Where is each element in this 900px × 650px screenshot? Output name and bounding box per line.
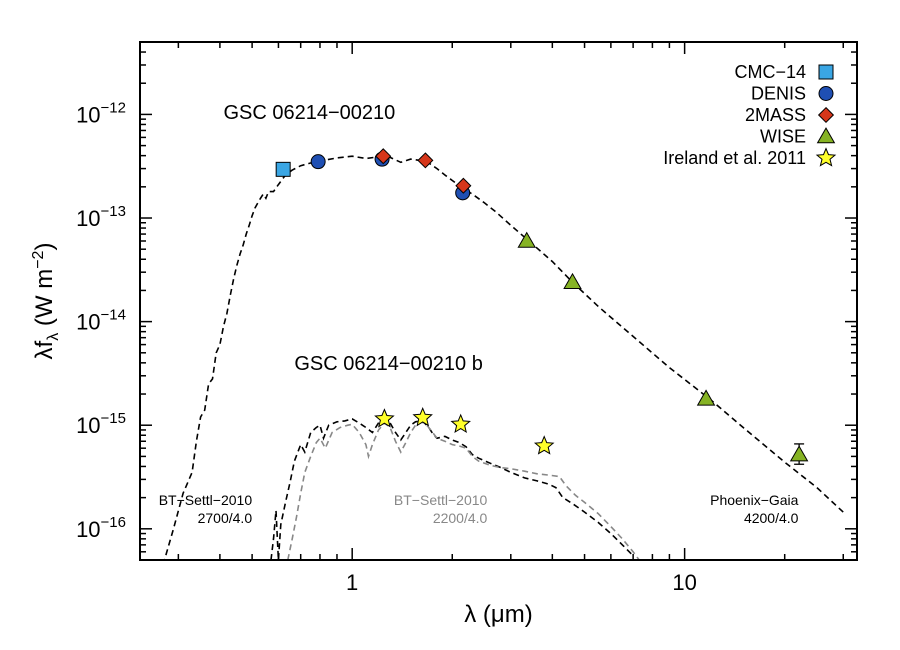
model-curve-1 [270, 417, 634, 560]
legend-marker-diamond [817, 106, 835, 124]
legend-marker-triangle [816, 127, 836, 144]
marker-star-4-3 [533, 435, 555, 455]
legend-label-2: 2MASS [745, 105, 806, 125]
model-label-0-params: 2700/4.0 [198, 510, 253, 526]
marker-triangle-3-3 [789, 445, 809, 462]
y-axis-title: λfλ (W m−2) [30, 243, 62, 360]
legend-label-4: Ireland et al. 2011 [663, 148, 806, 168]
photometry-markers [275, 148, 809, 465]
marker-triangle-3-2 [696, 389, 716, 406]
legend-label-3: WISE [760, 127, 806, 147]
marker-square-0-0 [275, 161, 291, 177]
model-curve-0 [163, 155, 844, 560]
y-tick-label-2: 10−14 [76, 307, 126, 335]
y-tick-label-1: 10−15 [76, 410, 126, 438]
axes: 1 10 10−16 10−15 10−14 10−13 10−12 λ (μm) λfλ (W… [30, 41, 858, 628]
legend-marker-circle [818, 86, 834, 101]
marker-star-4-0 [374, 408, 395, 428]
y-tick-label-4: 10−12 [76, 99, 126, 127]
x-axis-title: λ (μm) [464, 601, 532, 628]
x-tick-label-0: 1 [346, 570, 358, 595]
model-label-1-name: BT−Settl−2010 [394, 492, 488, 508]
legend-marker-square [818, 64, 834, 80]
plot-frame [139, 41, 858, 561]
model-curve-2 [287, 420, 640, 560]
marker-diamond-2-2 [455, 177, 472, 194]
marker-star-4-1 [412, 406, 433, 427]
model-label-1-params: 2200/4.0 [433, 510, 488, 526]
marker-triangle-3-0 [517, 231, 536, 248]
y-tick-label-3: 10−13 [76, 203, 126, 231]
marker-circle-1-0 [310, 154, 326, 170]
x-tick-label-1: 10 [672, 570, 696, 595]
model-curves [163, 155, 844, 560]
marker-diamond-2-1 [417, 152, 434, 169]
model-label-2-params: 4200/4.0 [744, 510, 799, 526]
marker-star-4-2 [450, 413, 471, 434]
marker-triangle-3-1 [563, 272, 582, 290]
legend-label-1: DENIS [751, 84, 806, 104]
object-label-0: GSC 06214−00210 [223, 102, 395, 124]
model-label-2-name: Phoenix−Gaia [710, 492, 799, 508]
marker-diamond-2-0 [375, 148, 392, 165]
legend-marker-star [815, 147, 837, 167]
model-label-0-name: BT−Settl−2010 [159, 492, 253, 508]
object-label-1: GSC 06214−00210 b [294, 353, 483, 375]
legend-label-0: CMC−14 [734, 62, 806, 82]
y-tick-label-0: 10−16 [76, 514, 126, 542]
